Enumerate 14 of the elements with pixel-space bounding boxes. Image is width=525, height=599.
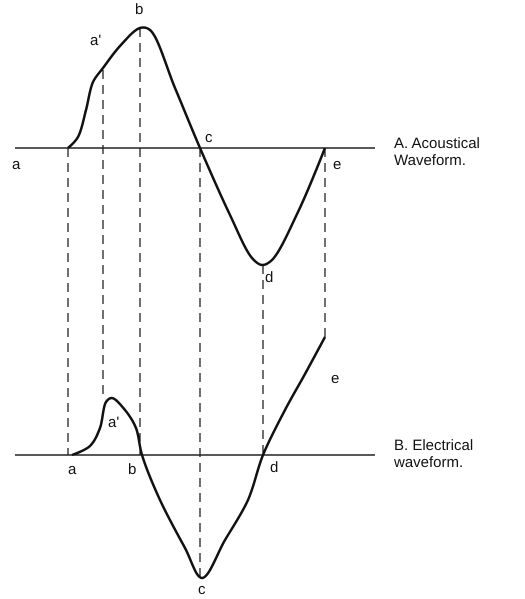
point-label: a' [90, 33, 102, 50]
waveform-caption: A. Acoustical Waveform. [394, 136, 481, 169]
point-label: e [333, 157, 342, 174]
point-label: e [331, 371, 340, 388]
point-label: b [135, 2, 144, 18]
point-label: a' [108, 415, 120, 432]
waveform-caption: B. Electrical waveform. [394, 438, 474, 471]
point-label: a [68, 462, 76, 478]
point-label: d [270, 460, 278, 476]
point-label: b [128, 462, 136, 478]
point-label: d [265, 270, 274, 286]
point-label: a [12, 157, 20, 174]
point-label: c [205, 130, 212, 146]
point-label: c [198, 582, 206, 598]
